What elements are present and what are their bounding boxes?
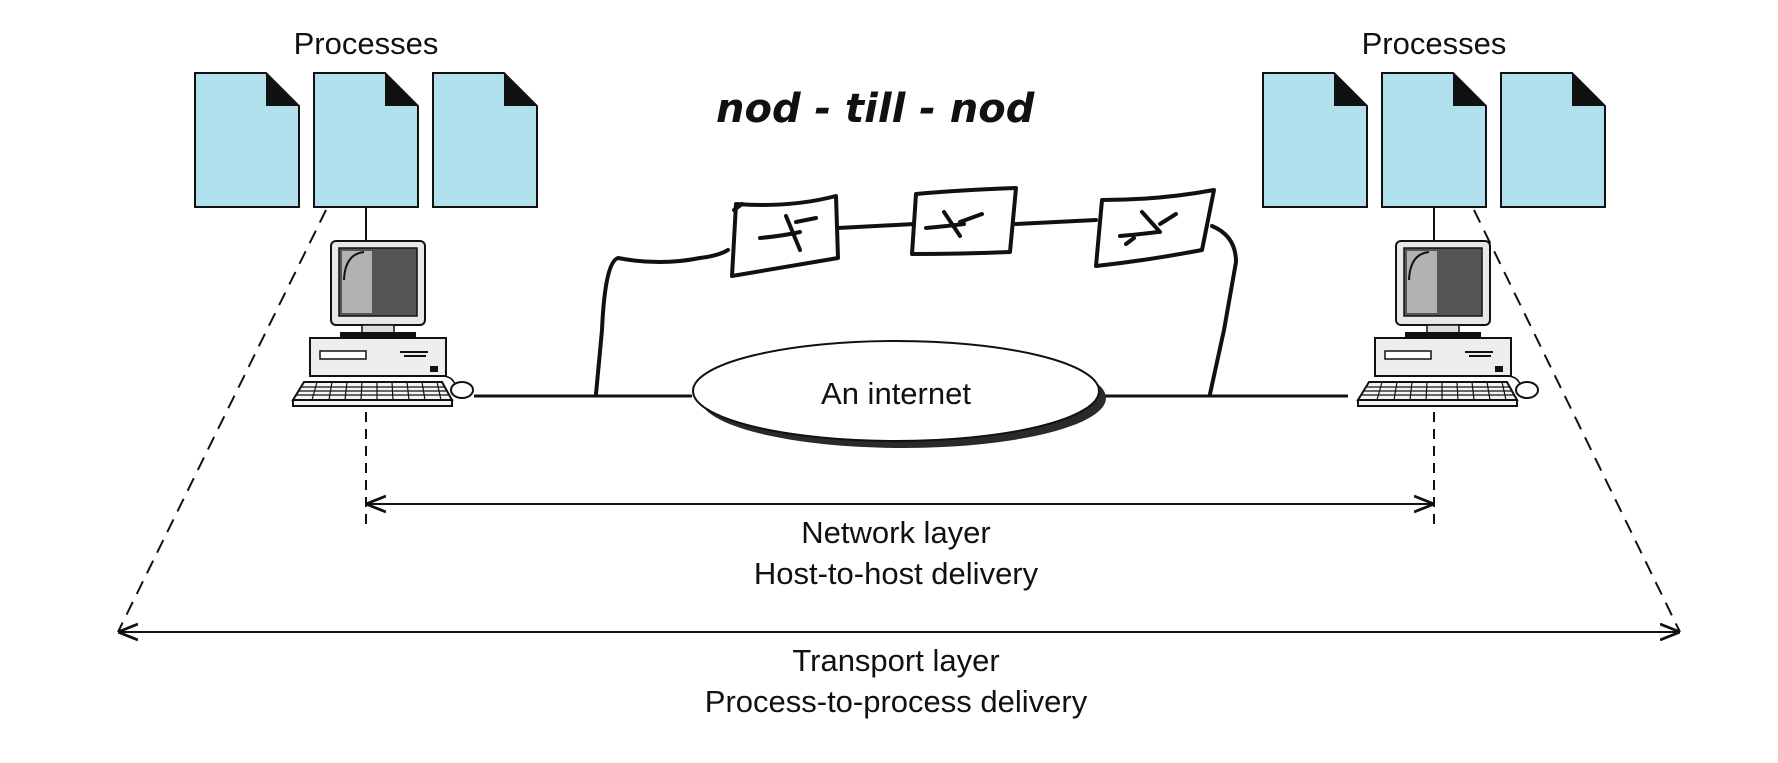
sketch-path-left — [594, 248, 730, 396]
right-processes-label: Processes — [1362, 26, 1507, 61]
transport-right-boundary — [1473, 209, 1681, 633]
internet-label: An internet — [821, 376, 971, 411]
transport-layer-subtitle: Process-to-process delivery — [705, 684, 1088, 719]
right-computer-icon — [1356, 240, 1540, 408]
document-icon — [1262, 72, 1368, 208]
document-icon — [1500, 72, 1606, 208]
transport-layer-title: Transport layer — [792, 643, 999, 678]
document-icon — [313, 72, 419, 208]
left-computer-icon — [291, 240, 475, 408]
router-sketch-icon — [730, 194, 840, 278]
internet-cloud — [692, 340, 1100, 442]
left-processes-label: Processes — [294, 26, 439, 61]
document-icon — [1381, 72, 1487, 208]
network-layer-title: Network layer — [801, 515, 991, 550]
router-sketch-icon — [910, 186, 1018, 256]
transport-left-boundary — [117, 209, 327, 633]
handwritten-route-sketch — [594, 186, 1238, 396]
document-icon — [432, 72, 538, 208]
sketch-path-right — [1208, 224, 1238, 396]
sketch-path-mid1 — [836, 222, 916, 230]
network-layer-subtitle: Host-to-host delivery — [754, 556, 1039, 591]
handwritten-note: nod - till - nod — [716, 86, 1035, 132]
router-sketch-icon — [1094, 188, 1216, 268]
document-icon — [194, 72, 300, 208]
sketch-path-mid2 — [1014, 218, 1098, 226]
